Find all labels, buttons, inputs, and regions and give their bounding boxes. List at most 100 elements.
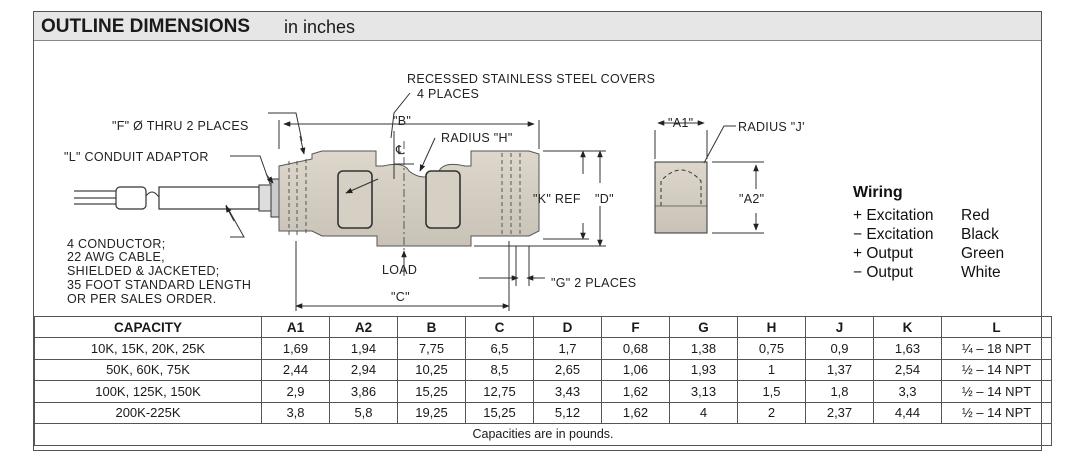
table-cell: 7,75 — [397, 337, 466, 360]
panel-title: OUTLINE DIMENSIONS — [41, 16, 251, 37]
table-cell: 19,25 — [397, 401, 466, 424]
wiring-row: − Excitation Black — [853, 225, 1004, 244]
table-row: 10K, 15K, 20K, 25K 1,69 1,94 7,75 6,5 1,… — [34, 337, 1052, 360]
column-header: A1 — [261, 315, 330, 339]
cable-note-5: OR PER SALES ORDER. — [67, 292, 217, 306]
table-cell: 1,06 — [601, 358, 670, 382]
dimension-lines — [225, 92, 606, 311]
a1-label: "A1" — [668, 116, 693, 130]
table-cell: 2,94 — [329, 358, 398, 382]
table-cell: 1,37 — [805, 358, 874, 382]
wiring-signal: − Output — [853, 264, 913, 281]
table-cell: ½ – 14 NPT — [941, 358, 1052, 382]
table-cell: 5,12 — [533, 401, 602, 424]
table-cell: 0,9 — [805, 337, 874, 360]
table-footnote: Capacities are in pounds. — [34, 422, 1052, 446]
centerline-label: ℄ — [395, 143, 405, 157]
table-cell: 8,5 — [465, 358, 534, 382]
drawing-labels: RECESSED STAINLESS STEEL COVERS 4 PLACES… — [64, 72, 805, 306]
wiring-color: White — [961, 264, 1001, 281]
wiring-title: Wiring — [853, 184, 903, 201]
wiring-color: Green — [961, 245, 1005, 262]
table-cell: 2,9 — [261, 380, 330, 403]
c-label: "C" — [391, 290, 410, 304]
column-header: G — [669, 315, 738, 339]
covers-label-2: 4 PLACES — [417, 87, 479, 101]
table-cell: 0,75 — [737, 337, 806, 360]
column-header: F — [601, 315, 670, 339]
table-cell: 1,94 — [329, 337, 398, 360]
radius-h-label: RADIUS "H" — [441, 131, 513, 145]
table-cell: 3,13 — [669, 380, 738, 403]
wiring-signal: + Output — [853, 245, 913, 262]
outline-dimensions-panel: OUTLINE DIMENSIONS in inches — [33, 11, 1052, 451]
wiring-signal: + Excitation — [853, 207, 934, 224]
table-cell: 2,44 — [261, 358, 330, 382]
dimensions-table: CAPACITY A1 A2 B C D F G H J K L 10K, 15… — [34, 315, 1052, 446]
table-cell: 3,8 — [261, 401, 330, 424]
table-cell: 3,43 — [533, 380, 602, 403]
table-header-row: CAPACITY A1 A2 B C D F G H J K L — [34, 315, 1052, 339]
table-cell: 1,62 — [601, 401, 670, 424]
table-cell: 1,62 — [601, 380, 670, 403]
table-cell: 100K, 125K, 150K — [34, 380, 262, 403]
column-header: J — [805, 315, 874, 339]
column-header: A2 — [329, 315, 398, 339]
f-thru-label: "F" Ø THRU 2 PLACES — [112, 119, 249, 133]
column-header: D — [533, 315, 602, 339]
table-cell: 200K-225K — [34, 401, 262, 424]
wiring-row: + Excitation Red — [853, 206, 1004, 225]
k-ref-label: "K" REF — [533, 192, 581, 206]
covers-label-1: RECESSED STAINLESS STEEL COVERS — [407, 72, 655, 86]
wiring-signal: − Excitation — [853, 226, 934, 243]
table-cell: 15,25 — [465, 401, 534, 424]
wiring-color: Red — [961, 207, 990, 224]
table-cell: 12,75 — [465, 380, 534, 403]
table-cell: 2,37 — [805, 401, 874, 424]
table-cell: 4 — [669, 401, 738, 424]
table-cell: 0,68 — [601, 337, 670, 360]
table-footnote-row: Capacities are in pounds. — [34, 422, 1052, 446]
column-header: K — [873, 315, 942, 339]
table-cell: 1,93 — [669, 358, 738, 382]
table-cell: 1,38 — [669, 337, 738, 360]
conduit-label: "L" CONDUIT ADAPTOR — [64, 150, 209, 164]
table-cell: 6,5 — [465, 337, 534, 360]
b-label: "B" — [393, 114, 411, 128]
table-cell: ¼ – 18 NPT — [941, 337, 1052, 360]
table-cell: 1,7 — [533, 337, 602, 360]
table-cell: ½ – 14 NPT — [941, 380, 1052, 403]
wiring-legend: Wiring + Excitation Red − Excitation Bla… — [853, 184, 1004, 282]
a2-label: "A2" — [739, 192, 764, 206]
cable-note-3: SHIELDED & JACKETED; — [67, 264, 220, 278]
g-label: "G" 2 PLACES — [551, 276, 636, 290]
table-cell: 10,25 — [397, 358, 466, 382]
table-cell: 3,3 — [873, 380, 942, 403]
wiring-row: + Output Green — [853, 244, 1004, 263]
table-cell: 2,65 — [533, 358, 602, 382]
column-header: L — [941, 315, 1052, 339]
wiring-row: − Output White — [853, 263, 1004, 282]
table-cell: 1,63 — [873, 337, 942, 360]
cable-note-4: 35 FOOT STANDARD LENGTH — [67, 278, 251, 292]
load-cell-drawing: RECESSED STAINLESS STEEL COVERS 4 PLACES… — [64, 72, 805, 311]
table-row: 100K, 125K, 150K 2,9 3,86 15,25 12,75 3,… — [34, 380, 1052, 403]
cable-note-1: 4 CONDUCTOR; — [67, 237, 166, 251]
table-cell: 2 — [737, 401, 806, 424]
table-cell: 10K, 15K, 20K, 25K — [34, 337, 262, 360]
table-cell: 15,25 — [397, 380, 466, 403]
table-cell: ½ – 14 NPT — [941, 401, 1052, 424]
panel-header: OUTLINE DIMENSIONS in inches — [34, 12, 1041, 41]
radius-j-label: RADIUS "J' — [738, 120, 805, 134]
load-label: LOAD — [382, 263, 417, 277]
panel-subtitle: in inches — [284, 17, 356, 37]
column-header: C — [465, 315, 534, 339]
table-cell: 1,69 — [261, 337, 330, 360]
cable-note-2: 22 AWG CABLE, — [67, 250, 165, 264]
d-label: "D" — [595, 192, 614, 206]
column-header: B — [397, 315, 466, 339]
table-cell: 50K, 60K, 75K — [34, 358, 262, 382]
cable — [74, 178, 280, 218]
table-cell: 2,54 — [873, 358, 942, 382]
table-row: 50K, 60K, 75K 2,44 2,94 10,25 8,5 2,65 1… — [34, 358, 1052, 382]
